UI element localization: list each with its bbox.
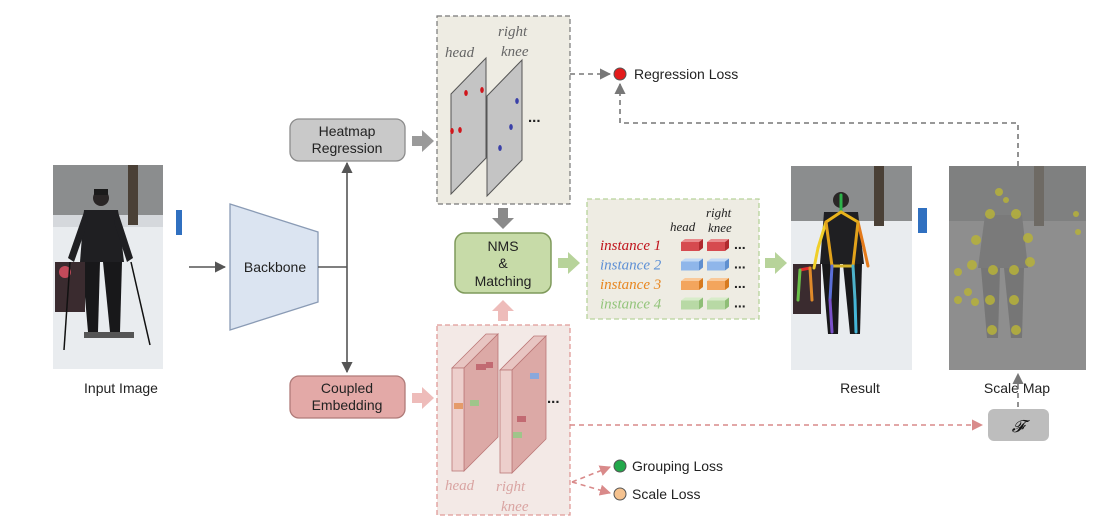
instance-head-cube (681, 258, 703, 271)
instance-knee-cube (707, 278, 729, 290)
backbone-label: Backbone (244, 259, 306, 275)
heatmap-panel-right-label: right (498, 24, 528, 40)
embedding-volume-knee (499, 335, 547, 474)
instances-head-label: head (670, 219, 696, 234)
embedding-volume-head (451, 333, 499, 472)
heatmap-panel-head-label: head (445, 45, 475, 61)
instance-knee-cube (707, 258, 729, 271)
scale-loss-dot (613, 487, 627, 501)
embedding-panel-head-label: head (445, 478, 475, 494)
instance-knee-cube (707, 239, 729, 251)
arrow-panel-to-nms (492, 208, 514, 229)
instance-ellipsis: ... (734, 295, 746, 311)
heatmap-panel-ellipsis: ... (528, 109, 541, 126)
arrow-instances-to-result (765, 252, 787, 274)
instance-ellipsis: ... (734, 275, 746, 291)
nms-label-line1: NMS (487, 238, 518, 254)
arrow-scalemap-to-regression-loss (614, 82, 1019, 166)
coupled-label-line2: Embedding (312, 397, 383, 413)
scale-loss-label: Scale Loss (632, 486, 700, 502)
heatmap-plane-head (450, 56, 487, 196)
instance-label: instance 4 (600, 297, 662, 313)
regression-loss-label: Regression Loss (634, 66, 738, 82)
instance-label: instance 3 (600, 277, 661, 293)
heatmap-regression-box (289, 118, 406, 162)
instances-right-label: right (706, 205, 732, 220)
instance-head-cube (681, 239, 703, 251)
coupled-embedding-box (289, 375, 406, 419)
arrow-nms-to-instances (558, 252, 580, 274)
arrow-to-grouping-loss (571, 465, 612, 483)
input-image-label: Input Image (84, 380, 158, 396)
instance-head-cube (681, 278, 703, 290)
arrow-to-scale-loss (571, 481, 612, 496)
instance-rows: instance 1... instance 2... instance 3... i… (600, 236, 746, 313)
backbone-block (229, 203, 319, 331)
heatmap-label-line1: Heatmap (319, 123, 376, 139)
scale-map-photo (949, 166, 1086, 370)
instance-knee-cube (707, 297, 729, 310)
instance-label: instance 1 (600, 238, 661, 254)
instance-head-cube (681, 297, 703, 310)
heatmap-label-line2: Regression (312, 140, 383, 156)
arrow-coupled-to-panel (412, 387, 434, 409)
nms-matching-box (454, 232, 552, 294)
arrow-embedding-to-nms (492, 300, 514, 321)
nms-label-line2: & (498, 255, 508, 271)
heatmap-plane-knee (486, 58, 523, 198)
instance-ellipsis: ... (734, 256, 746, 272)
arrow-heatmap-to-panel (412, 130, 434, 152)
coupled-label-line1: Coupled (321, 380, 373, 396)
instance-label: instance 2 (600, 258, 662, 274)
input-image-photo (53, 165, 182, 369)
instances-knee-label: knee (708, 220, 732, 235)
result-photo (791, 166, 927, 370)
grouping-loss-label: Grouping Loss (632, 458, 723, 474)
f-function-box (988, 409, 1049, 441)
heatmap-panel-knee-label: knee (501, 44, 529, 60)
grouping-loss-dot (613, 459, 627, 473)
instances-panel (586, 198, 760, 320)
nms-label-line3: Matching (475, 273, 532, 289)
embedding-panel-knee-label: knee (501, 499, 529, 515)
embedding-panel-right-label: right (496, 479, 526, 495)
embedding-panel-ellipsis: ... (547, 390, 560, 407)
instance-ellipsis: ... (734, 236, 746, 252)
scale-map-label: Scale Map (984, 380, 1050, 396)
result-label: Result (840, 380, 880, 396)
regression-loss-dot (613, 67, 627, 81)
